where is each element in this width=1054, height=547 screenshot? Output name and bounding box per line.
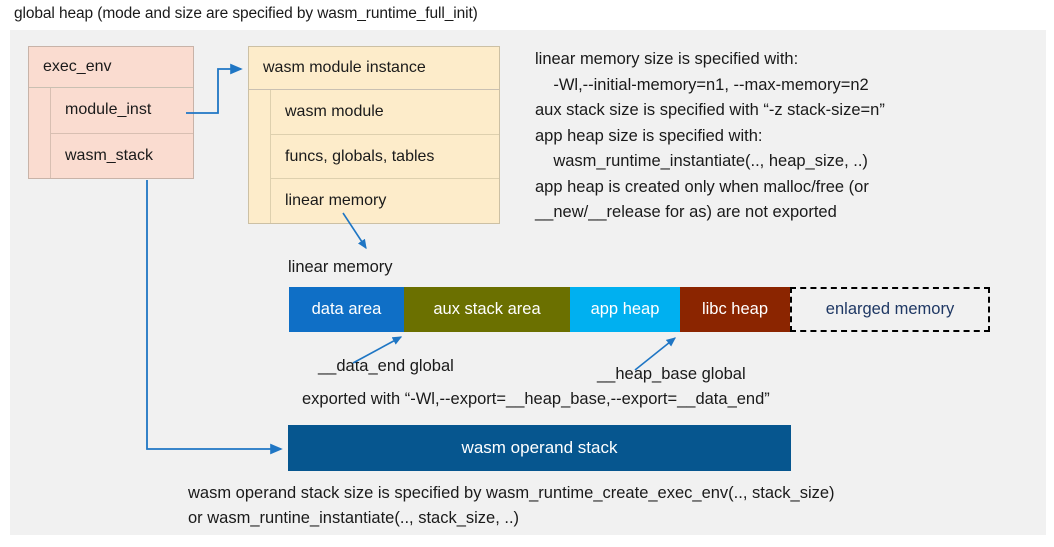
exec-env-field-module-inst: module_inst: [51, 88, 193, 134]
module-field-funcs-globals-tables: funcs, globals, tables: [271, 135, 499, 180]
diagram-title: global heap (mode and size are specified…: [14, 5, 478, 22]
exec-env-header: exec_env: [29, 47, 193, 88]
exec-env-field-wasm-stack: wasm_stack: [65, 146, 154, 164]
annotation-heap-base: __heap_base global: [597, 365, 746, 383]
exec-env-gutter: [29, 88, 51, 178]
wasm-module-instance-fields: wasm module funcs, globals, tables linea…: [271, 90, 499, 223]
wasm-module-instance-header: wasm module instance: [249, 47, 499, 90]
module-field-linear-memory: linear memory: [285, 192, 387, 210]
wasm-module-instance-gutter: [249, 90, 271, 223]
memory-config-notes: linear memory size is specified with: -W…: [535, 50, 885, 221]
wasm-module-instance-body: wasm module funcs, globals, tables linea…: [249, 90, 499, 223]
module-field-wasm-module: wasm module: [271, 90, 499, 135]
wasm-module-instance-box: wasm module instance wasm module funcs, …: [248, 46, 500, 224]
exec-env-body: module_inst wasm_stack: [29, 88, 193, 178]
wasm-operand-stack-box: wasm operand stack: [288, 425, 791, 471]
linear-memory-label: linear memory: [288, 258, 393, 276]
exec-env-fields: module_inst wasm_stack: [51, 88, 193, 178]
memory-segment-aux-stack-area: aux stack area: [404, 287, 570, 332]
linear-memory-bar: data area aux stack area app heap libc h…: [289, 287, 990, 332]
memory-segment-data-area: data area: [289, 287, 404, 332]
annotation-data-end: __data_end global: [318, 357, 454, 375]
memory-segment-enlarged-memory: enlarged memory: [790, 287, 990, 332]
memory-segment-libc-heap: libc heap: [680, 287, 790, 332]
operand-stack-caption: wasm operand stack size is specified by …: [188, 484, 835, 527]
memory-segment-app-heap: app heap: [570, 287, 680, 332]
exec-env-box: exec_env module_inst wasm_stack: [28, 46, 194, 179]
annotation-exported-symbols: exported with “-Wl,--export=__heap_base,…: [302, 390, 770, 408]
